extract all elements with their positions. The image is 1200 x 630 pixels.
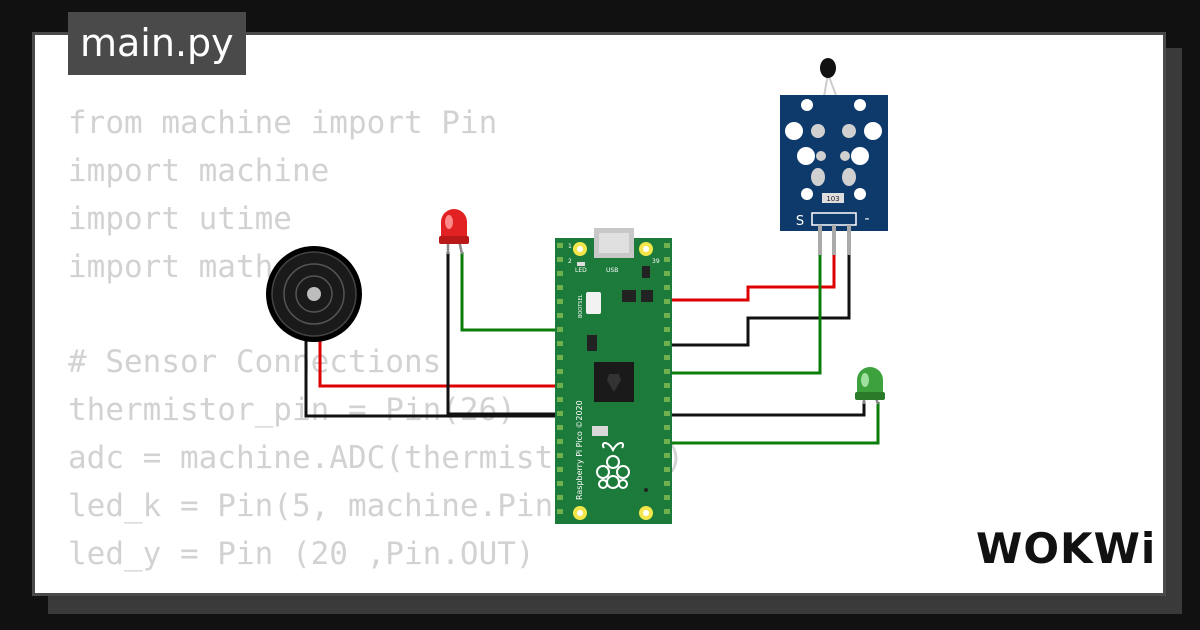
buzzer[interactable] (266, 246, 362, 342)
code-line: import machine (68, 152, 330, 189)
code-line: led_y = Pin (20 ,Pin.OUT) (68, 536, 535, 573)
wokwi-logo-text: WOKWi (976, 524, 1157, 573)
led-label: LED (575, 267, 587, 274)
left-pin-header (557, 243, 563, 514)
board-name-label: Raspberry Pi Pico ©2020 (575, 400, 584, 500)
green-led-green-wire[interactable] (664, 402, 880, 445)
pin1-label: 1 (568, 243, 572, 250)
sensor-green-wire[interactable] (664, 252, 822, 375)
ground-pin-label: - (864, 211, 869, 227)
code-line: # Sensor Connections (68, 344, 442, 381)
red-led-black-wire[interactable] (446, 252, 566, 416)
thermistor-module[interactable]: 103 S - (780, 58, 888, 255)
raspberry-pi-logo (596, 442, 630, 489)
code-line: from machine import Pin (68, 105, 498, 141)
bootsel-button[interactable] (586, 292, 601, 314)
resistor-label: 103 (826, 195, 839, 203)
sensor-black-wire[interactable] (664, 252, 851, 347)
right-pin-header (664, 243, 670, 514)
buzzer-black-wire[interactable] (304, 335, 566, 418)
file-tab-main-py[interactable]: main.py (68, 12, 246, 75)
pin2-label: 2 (568, 258, 572, 265)
signal-pin-label: S (796, 214, 804, 229)
pico-board[interactable]: 1 2 39 LED USB BOOTSEL Raspberry Pi Pico… (555, 228, 672, 524)
red-led-green-wire[interactable] (460, 252, 566, 332)
usb-label: USB (606, 267, 618, 274)
green-led[interactable] (855, 367, 885, 405)
wokwi-logo: WOKWi (976, 524, 1156, 573)
green-led-black-wire[interactable] (664, 402, 866, 417)
pin39-label: 39 (652, 258, 660, 265)
code-line: import utime (68, 200, 292, 237)
wires (304, 252, 880, 445)
red-led[interactable] (439, 209, 469, 255)
code-line: thermistor_pin = Pin(26) (68, 392, 516, 429)
bootsel-label: BOOTSEL (578, 294, 584, 318)
sensor-red-wire[interactable] (664, 252, 836, 302)
code-line: import math (68, 248, 274, 285)
buzzer-red-wire[interactable] (318, 335, 566, 388)
file-tab-label: main.py (80, 21, 234, 65)
